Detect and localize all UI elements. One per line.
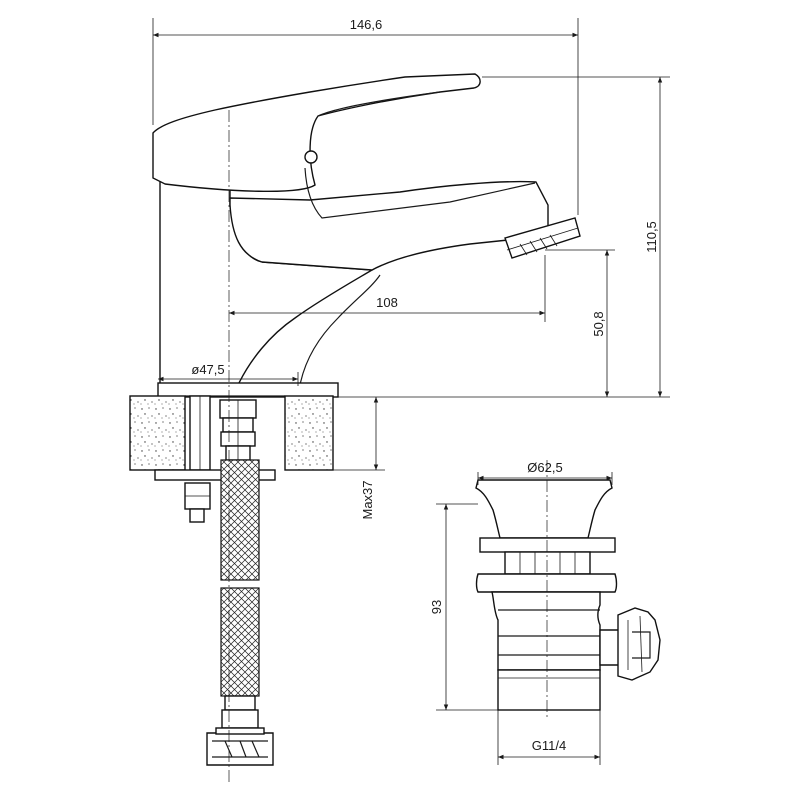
dim-base-diameter: ø47,5 — [158, 362, 299, 386]
faucet-base — [157, 382, 339, 398]
faucet-spout — [229, 180, 549, 271]
label-base-diameter: ø47,5 — [191, 362, 224, 377]
label-drain-diameter: Ø62,5 — [527, 460, 562, 475]
label-drain-thread: G11/4 — [532, 738, 566, 753]
faucet — [152, 73, 581, 398]
label-overall-height: 110,5 — [644, 221, 659, 253]
label-spout-height: 50,8 — [591, 311, 606, 336]
label-overall-width: 146,6 — [350, 17, 383, 32]
pivot-screw-icon — [304, 150, 318, 164]
label-max-counter: Max37 — [360, 480, 375, 519]
dim-spout-reach: 108 — [229, 255, 546, 322]
dim-spout-height: 50,8 — [545, 249, 615, 397]
dim-overall-width: 146,6 — [152, 17, 579, 215]
label-drain-height: 93 — [429, 600, 444, 614]
drain-assembly — [475, 460, 661, 720]
mounting-nut — [184, 482, 211, 523]
hose-connector-bottom — [206, 695, 274, 766]
dim-overall-height: 110,5 — [338, 76, 670, 398]
countertop-section — [129, 395, 334, 471]
mounting-plate — [154, 469, 276, 481]
label-spout-reach: 108 — [376, 295, 398, 310]
dim-drain-height: 93 — [429, 503, 498, 711]
dim-drain-diameter: Ø62,5 — [477, 460, 613, 485]
lever-handle — [152, 73, 481, 193]
aerator — [504, 217, 581, 259]
dim-max-counter: Max37 — [333, 397, 385, 520]
braided-hose-lower — [220, 587, 260, 697]
braided-hose-upper — [220, 459, 260, 581]
hose-connector-top — [219, 399, 257, 461]
dim-drain-thread: G11/4 — [497, 710, 601, 765]
